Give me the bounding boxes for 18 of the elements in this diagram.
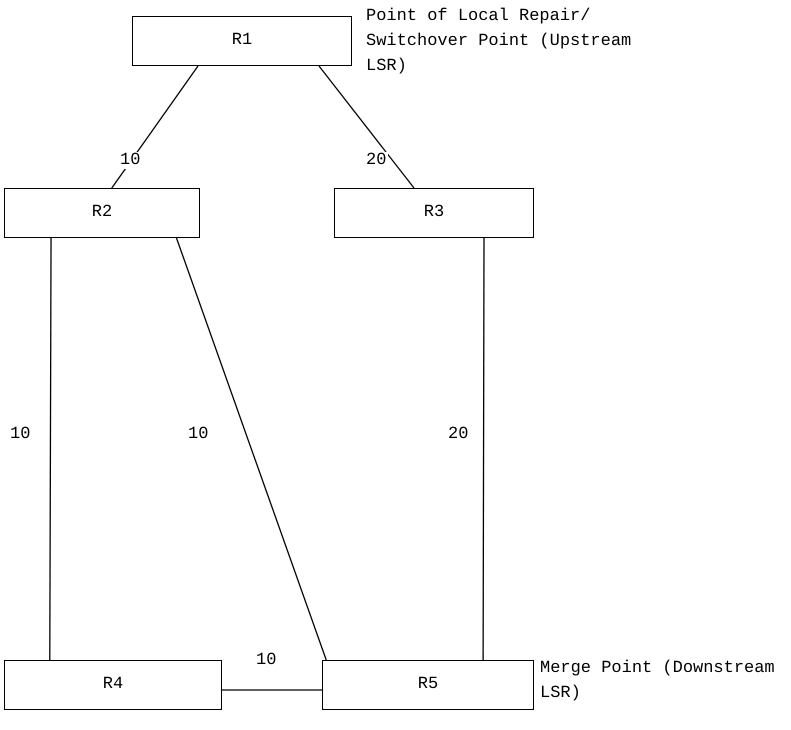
router-box	[132, 16, 352, 66]
node-label: R5	[418, 674, 438, 696]
connector-line	[49, 238, 52, 660]
node-label: R1	[232, 30, 252, 52]
router-box	[4, 188, 200, 238]
node-label: R4	[102, 674, 124, 696]
router-box	[322, 660, 534, 710]
connector-line	[176, 238, 327, 660]
router-box	[4, 660, 222, 710]
edge-label: 10	[118, 152, 142, 169]
connector-line	[482, 238, 485, 660]
node-label: R3	[424, 202, 444, 224]
connector-line	[318, 66, 415, 188]
router-box	[334, 188, 534, 238]
annotation-text: Merge Point (Downstream LSR)	[540, 658, 776, 705]
node-label: R2	[92, 202, 112, 224]
connector-line	[222, 689, 322, 691]
annotation-text: Point of Local Repair/ Switchover Point (Upstream LSR)	[366, 6, 632, 78]
